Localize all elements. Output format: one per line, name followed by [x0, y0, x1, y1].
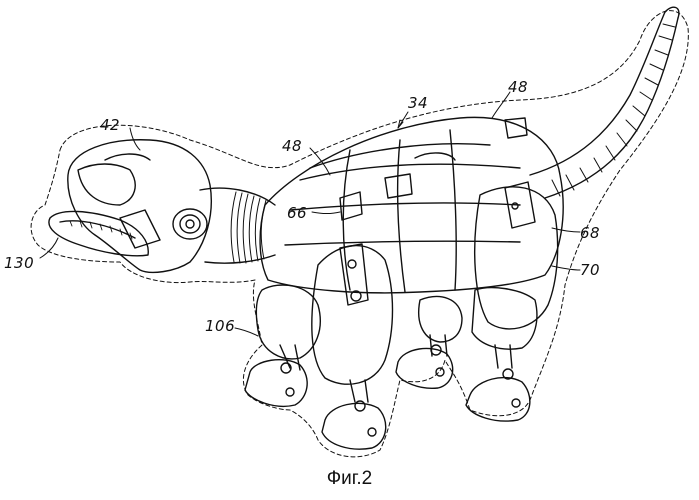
ref-label-66: 66 [287, 204, 307, 222]
ref-label-42: 42 [100, 116, 120, 134]
ref-label-48-mid: 48 [282, 137, 302, 155]
figure-caption: Фиг.2 [0, 468, 699, 490]
leader-lines [40, 92, 580, 336]
front-legs [245, 244, 393, 449]
ref-label-70: 70 [580, 261, 600, 279]
ref-label-106: 106 [205, 317, 235, 335]
ref-label-34: 34 [408, 94, 428, 112]
ref-label-68: 68 [580, 224, 600, 242]
head [49, 140, 211, 273]
ref-label-130: 130 [4, 254, 34, 272]
ref-label-48-top: 48 [508, 78, 528, 96]
hind-legs [396, 182, 558, 421]
tail [530, 7, 679, 198]
